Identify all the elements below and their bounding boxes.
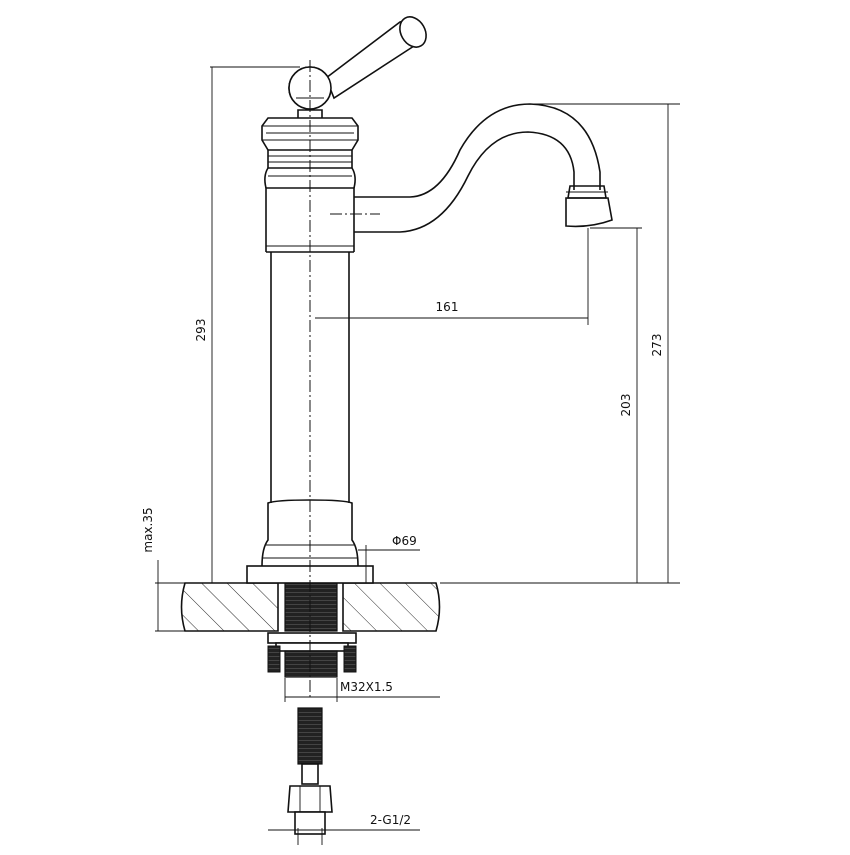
dim-connection: 2-G1/2: [370, 813, 411, 827]
countertop-section: [155, 582, 441, 632]
dim-thread: M32X1.5: [340, 680, 393, 694]
countertop-hatch: [180, 582, 279, 632]
dimension-lines: [157, 66, 680, 845]
dim-spout-height: 273: [650, 334, 664, 357]
dim-max-counter: max.35: [141, 507, 155, 552]
gooseneck-spout: [354, 103, 613, 233]
dim-outlet-height: 203: [619, 394, 633, 417]
dim-total-height: 293: [194, 319, 208, 342]
dim-base-diameter: Φ69: [392, 534, 417, 548]
countertop-hatch-right: [342, 582, 441, 632]
supply-hose: [287, 707, 333, 835]
dim-reach: 161: [436, 300, 459, 314]
